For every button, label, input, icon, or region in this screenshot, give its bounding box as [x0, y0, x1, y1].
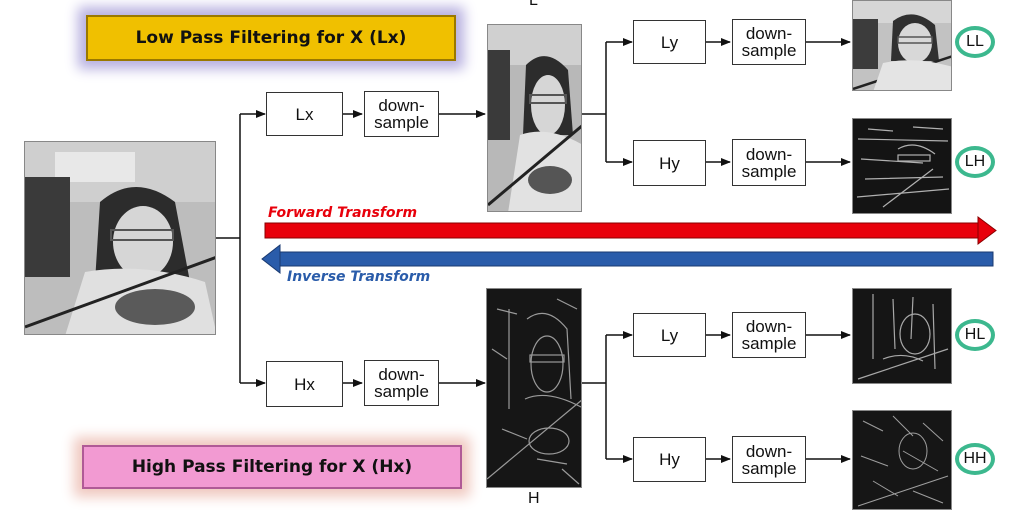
downsample-box-lh: down- sample: [732, 139, 806, 186]
downsample-box-ll: down- sample: [732, 19, 806, 65]
h-subband-image: [486, 288, 582, 488]
inverse-transform-label: Inverse Transform: [287, 269, 430, 285]
source-image: [24, 141, 216, 335]
hy-top-box: Hy: [633, 140, 706, 186]
ll-badge-label: LL: [966, 33, 984, 51]
downsample-line2: sample: [374, 383, 429, 400]
forward-transform-label: Forward Transform: [268, 205, 417, 221]
lh-output-image: [852, 118, 952, 214]
ll-output-image: [852, 0, 952, 91]
downsample-line1: down-: [374, 97, 429, 114]
downsample-line2: sample: [374, 114, 429, 131]
lh-badge-label: LH: [965, 153, 985, 171]
hx-filter-box: Hx: [266, 361, 343, 407]
hx-filter-label: Hx: [294, 376, 315, 393]
ly-top-label: Ly: [661, 34, 678, 51]
lx-filter-box: Lx: [266, 92, 343, 136]
downsample-line2: sample: [742, 163, 797, 180]
ly-top-box: Ly: [633, 20, 706, 64]
high-pass-banner-text: High Pass Filtering for X (Hx): [132, 457, 412, 477]
downsample-line1: down-: [374, 366, 429, 383]
downsample-line2: sample: [742, 42, 797, 59]
ll-badge: LL: [955, 26, 995, 58]
l-subband-image: [487, 24, 582, 212]
hl-output-image: [852, 288, 952, 384]
downsample-line2: sample: [742, 460, 797, 477]
l-label: L: [529, 0, 538, 10]
lh-badge: LH: [955, 146, 995, 178]
downsample-box-hl: down- sample: [732, 312, 806, 358]
downsample-line1: down-: [742, 146, 797, 163]
high-pass-banner: High Pass Filtering for X (Hx): [82, 445, 462, 489]
downsample-line1: down-: [742, 25, 797, 42]
low-pass-banner: Low Pass Filtering for X (Lx): [86, 15, 456, 61]
hl-badge: HL: [955, 319, 995, 351]
ly-bottom-label: Ly: [661, 327, 678, 344]
downsample-line1: down-: [742, 318, 797, 335]
h-label: H: [528, 490, 540, 508]
downsample-box-hx: down- sample: [364, 360, 439, 406]
hh-badge: HH: [955, 443, 995, 475]
forward-transform-arrow: [265, 217, 996, 244]
hh-output-image: [852, 410, 952, 510]
downsample-box-lx: down- sample: [364, 91, 439, 137]
hl-badge-label: HL: [965, 326, 985, 344]
hy-top-label: Hy: [659, 155, 680, 172]
downsample-box-hh: down- sample: [732, 436, 806, 483]
downsample-line2: sample: [742, 335, 797, 352]
downsample-line1: down-: [742, 443, 797, 460]
ly-bottom-box: Ly: [633, 313, 706, 357]
hy-bottom-label: Hy: [659, 451, 680, 468]
hh-badge-label: HH: [963, 450, 986, 468]
lx-filter-label: Lx: [296, 106, 314, 123]
low-pass-banner-text: Low Pass Filtering for X (Lx): [136, 28, 407, 48]
hy-bottom-box: Hy: [633, 437, 706, 482]
